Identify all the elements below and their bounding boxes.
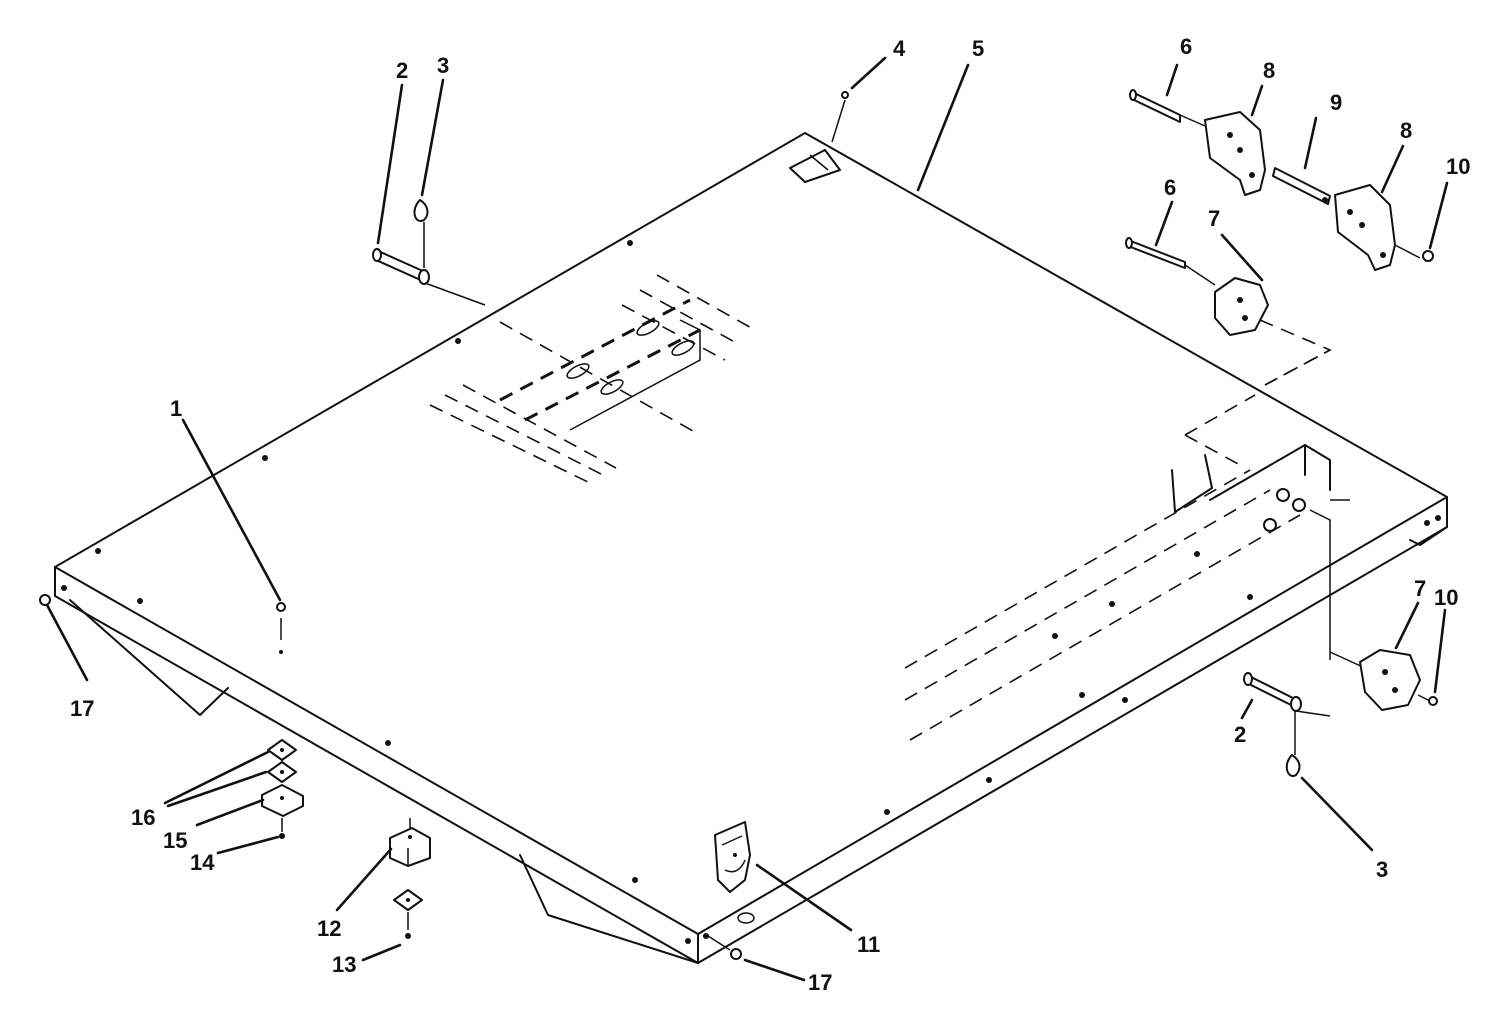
callout-12: 12 (317, 916, 341, 941)
callout-8-left: 8 (1263, 58, 1275, 83)
callout-2-left: 2 (396, 58, 408, 83)
callout-10-top: 10 (1446, 154, 1470, 179)
callout-10-lower: 10 (1434, 585, 1458, 610)
callout-7-upper: 7 (1208, 206, 1220, 231)
callout-6-top: 6 (1180, 34, 1192, 59)
callout-6-mid: 6 (1164, 175, 1176, 200)
hinge-assembly (1129, 89, 1434, 271)
pin-17-bottom (730, 948, 742, 960)
clip-left (413, 199, 429, 268)
latch-bracket (789, 91, 849, 183)
callout-11: 11 (857, 932, 880, 957)
right-channel (904, 349, 1350, 741)
pin-17-shaft (707, 935, 731, 951)
callout-labels: 1 2 3 4 5 6 8 9 8 10 6 7 7 10 2 3 17 16 … (70, 34, 1470, 995)
callout-3-left: 3 (437, 53, 449, 78)
pin-right (1243, 672, 1331, 777)
callout-3-right: 3 (1376, 857, 1388, 882)
pin-left (372, 248, 486, 306)
callout-17-bottom: 17 (808, 970, 832, 995)
leader-lines (45, 56, 1449, 982)
bolt-wheel-lower (1329, 649, 1438, 711)
shim-stack (261, 739, 304, 839)
callout-1: 1 (170, 396, 182, 421)
callout-13: 13 (332, 952, 356, 977)
main-panel (54, 132, 1448, 964)
pin-17-left (39, 594, 51, 606)
callout-4: 4 (893, 36, 906, 61)
callout-2-right: 2 (1234, 722, 1246, 747)
callout-15: 15 (163, 828, 187, 853)
bolt-wheel-upper (1125, 237, 1332, 386)
base-13 (393, 889, 423, 939)
callout-7-lower: 7 (1414, 576, 1426, 601)
callout-9: 9 (1330, 90, 1342, 115)
callout-16: 16 (131, 805, 155, 830)
callout-14: 14 (190, 850, 215, 875)
callout-8-right: 8 (1400, 118, 1412, 143)
block-12 (389, 818, 431, 867)
hidden-channel (429, 274, 756, 484)
callout-17-left: 17 (70, 696, 94, 721)
callout-5: 5 (972, 36, 984, 61)
fastener-1 (276, 602, 286, 654)
bracket-11 (714, 821, 751, 893)
